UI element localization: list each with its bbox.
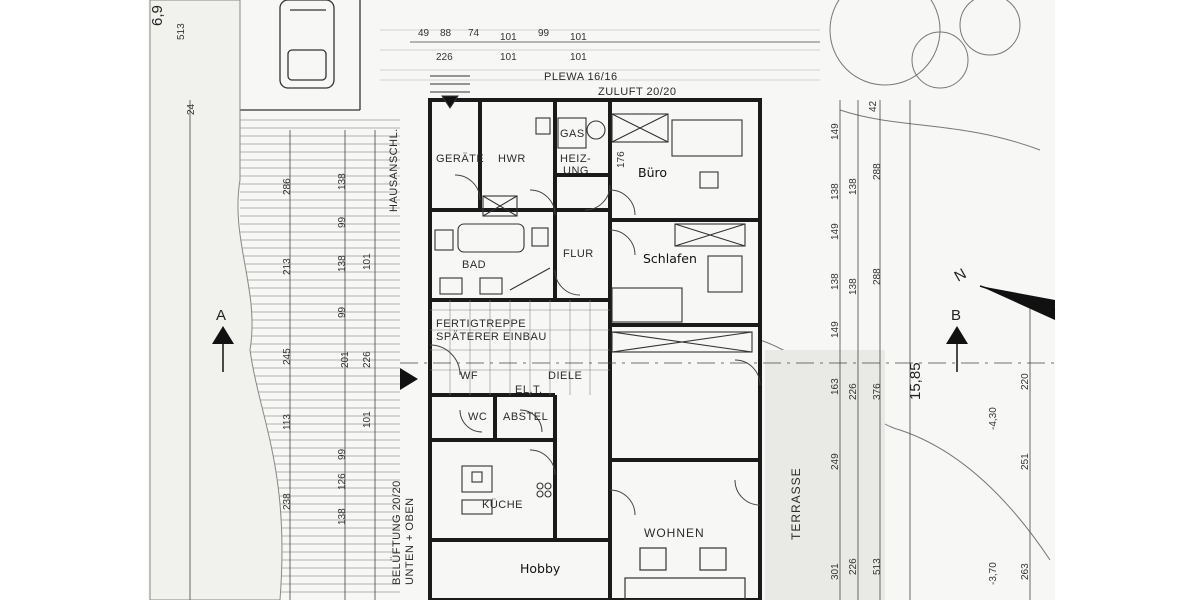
door-swings (429, 174, 761, 516)
room-label-fertigtreppe-2: SPÄTERER EINBAU (436, 331, 547, 343)
dim-top-88: 88 (440, 28, 452, 39)
room-label-wf: WF (460, 370, 478, 382)
dim-misc-42: 42 (868, 100, 879, 112)
label-beluftung: BELÜFTUNG 20/20 (391, 480, 403, 585)
room-label-bad: BAD (462, 259, 486, 271)
dim-top-99: 99 (538, 28, 550, 39)
dim-edge-430: -4,30 (988, 407, 999, 430)
dim-r1-149c: 149 (830, 321, 841, 338)
annotation-hobby: Hobby (520, 561, 561, 576)
dim-top-226: 226 (436, 52, 453, 63)
terrace-pattern (765, 350, 885, 600)
garden-edge (149, 0, 283, 600)
dim-col1-286: 286 (282, 178, 293, 195)
dim-edge-220: 220 (1020, 373, 1031, 390)
dim-col1-245: 245 (282, 348, 293, 365)
entrance-steps (430, 75, 470, 109)
room-label-geraete: GERÄTE (436, 153, 484, 165)
dim-r2-226a: 226 (848, 383, 859, 400)
dim-col3-226: 226 (362, 351, 373, 368)
room-label-kueche: KÜCHE (482, 499, 523, 511)
dim-r3-513: 513 (872, 558, 883, 575)
dim-top-101a: 101 (500, 32, 517, 43)
dim-left-69: 6,9 (149, 5, 166, 26)
kitchen-fixtures (461, 465, 552, 515)
bedroom-furniture (611, 113, 753, 353)
room-label-hwr: HWR (498, 153, 526, 165)
dim-top-101d: 101 (570, 52, 587, 63)
section-letter-a: A (216, 307, 226, 324)
utility-boxes (482, 117, 606, 217)
annotation-schlafen: Schlafen (643, 251, 697, 266)
north-arrow-icon (979, 285, 1056, 320)
dim-col2-138a: 138 (337, 173, 348, 190)
dim-r1-149b: 149 (830, 223, 841, 240)
top-hatching (380, 29, 820, 81)
dim-r1-163: 163 (830, 378, 841, 395)
dim-misc-176: 176 (616, 151, 627, 168)
section-letter-b: B (951, 307, 961, 324)
room-label-wohnen: WOHNEN (644, 526, 705, 540)
dimension-lines (189, 41, 1055, 600)
dim-edge-263: 263 (1020, 563, 1031, 580)
dim-top-101b: 101 (570, 32, 587, 43)
dim-col2-126: 126 (337, 473, 348, 490)
label-unten-oben: UNTEN + OBEN (404, 497, 416, 585)
annotation-buero: Büro (638, 165, 667, 180)
dim-col2-138c: 138 (337, 508, 348, 525)
label-hausanschl: HAUSANSCHL. (388, 128, 400, 212)
room-label-wc: WC (468, 411, 487, 423)
dim-col1-238: 238 (282, 493, 293, 510)
dim-r2-138b: 138 (848, 278, 859, 295)
room-label-flur: FLUR (563, 248, 594, 260)
dim-col2-99a: 99 (337, 216, 348, 228)
stair-grid (430, 300, 610, 395)
dim-total-1585: 15,85 (907, 362, 924, 400)
room-label-fertigtreppe-1: FERTIGTREPPE (436, 318, 526, 330)
dim-col1-213: 213 (282, 258, 293, 275)
dim-col2-99c: 99 (337, 448, 348, 460)
room-label-eltern: EL.T. (515, 384, 543, 396)
label-zuluft: ZULUFT 20/20 (598, 86, 677, 98)
room-label-abstell: ABSTEL (503, 411, 548, 423)
room-label-diele: DIELE (548, 370, 582, 382)
section-marker-b (946, 326, 968, 372)
dim-col1-113: 113 (282, 414, 293, 430)
dim-col2-99b: 99 (337, 306, 348, 318)
dim-r1-138b: 138 (830, 273, 841, 290)
dim-left-513: 513 (176, 23, 187, 40)
dim-top-101c: 101 (500, 52, 517, 63)
dim-top-49: 49 (418, 28, 430, 39)
dim-r3-288b: 288 (872, 268, 883, 285)
dim-r1-249: 249 (830, 453, 841, 470)
dim-edge-370: -3,70 (988, 562, 999, 585)
entrance-arrow (441, 95, 459, 109)
dim-r3-288a: 288 (872, 163, 883, 180)
dim-r1-301: 301 (830, 563, 841, 580)
dim-col3-101b: 101 (362, 411, 373, 428)
dim-left-24: 24 (186, 103, 197, 115)
dim-edge-251: 251 (1020, 453, 1031, 470)
dim-r3-376: 376 (872, 383, 883, 400)
room-label-terrasse: TERRASSE (789, 467, 803, 540)
entrance-marker-left (400, 368, 418, 390)
label-plewa: PLEWA 16/16 (544, 71, 618, 83)
living-furniture (624, 547, 746, 600)
bath-fixtures (434, 223, 551, 295)
room-label-heizung-2: UNG (563, 165, 589, 177)
dim-top-74: 74 (468, 28, 480, 39)
section-marker-a (212, 326, 234, 372)
room-label-gas: GAS (560, 128, 585, 140)
dim-col2-138b: 138 (337, 255, 348, 272)
dim-r1-149a: 149 (830, 123, 841, 140)
dim-col3-101a: 101 (362, 253, 373, 270)
dim-r2-226b: 226 (848, 558, 859, 575)
dim-col3-201: 201 (340, 351, 351, 368)
dim-r1-138a: 138 (830, 183, 841, 200)
dim-r2-138a: 138 (848, 178, 859, 195)
room-label-heizung-1: HEIZ- (560, 153, 591, 165)
